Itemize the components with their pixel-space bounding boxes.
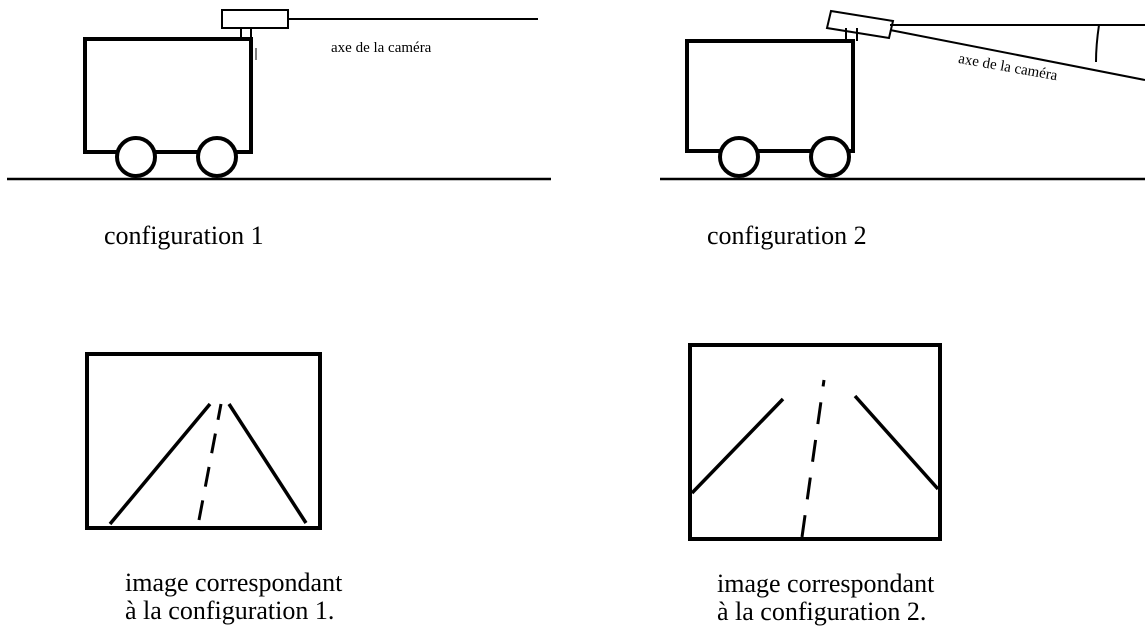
image-1-caption-line-1: image correspondant bbox=[125, 568, 343, 597]
road-left-edge-1 bbox=[108, 402, 212, 526]
image-2-caption-line-1: image correspondant bbox=[717, 569, 935, 598]
camera-image-1 bbox=[85, 352, 322, 530]
image-1-caption-line-2: à la configuration 1. bbox=[125, 596, 335, 625]
road-centerline-1 bbox=[197, 403, 223, 521]
road-right-edge-2 bbox=[853, 394, 940, 491]
configuration-1-caption: configuration 1 bbox=[104, 221, 264, 250]
camera-1 bbox=[221, 9, 289, 29]
robot-config-1 bbox=[7, 9, 551, 181]
camera-axis-label-1: axe de la caméra bbox=[331, 40, 432, 56]
image-2-caption-line-2: à la configuration 2. bbox=[717, 597, 927, 626]
camera-2 bbox=[825, 9, 895, 40]
road-right-edge-1 bbox=[227, 403, 308, 524]
camera-image-2 bbox=[688, 343, 942, 541]
robot-config-2 bbox=[660, 9, 1145, 181]
camera-axis-2-tilted bbox=[889, 29, 1145, 81]
robot-body-2 bbox=[685, 39, 855, 153]
wheel-2b bbox=[809, 136, 851, 178]
image-frame-2 bbox=[688, 343, 942, 541]
road-centerline-2 bbox=[800, 379, 826, 538]
wheel-2a bbox=[718, 136, 760, 178]
tilt-angle-arc bbox=[1095, 24, 1100, 63]
robot-body-1 bbox=[83, 37, 253, 154]
configuration-2-caption: configuration 2 bbox=[707, 221, 867, 250]
wheel-1a bbox=[115, 136, 157, 178]
image-frame-1 bbox=[85, 352, 322, 530]
road-left-edge-2 bbox=[690, 397, 785, 495]
wheel-1b bbox=[196, 136, 238, 178]
